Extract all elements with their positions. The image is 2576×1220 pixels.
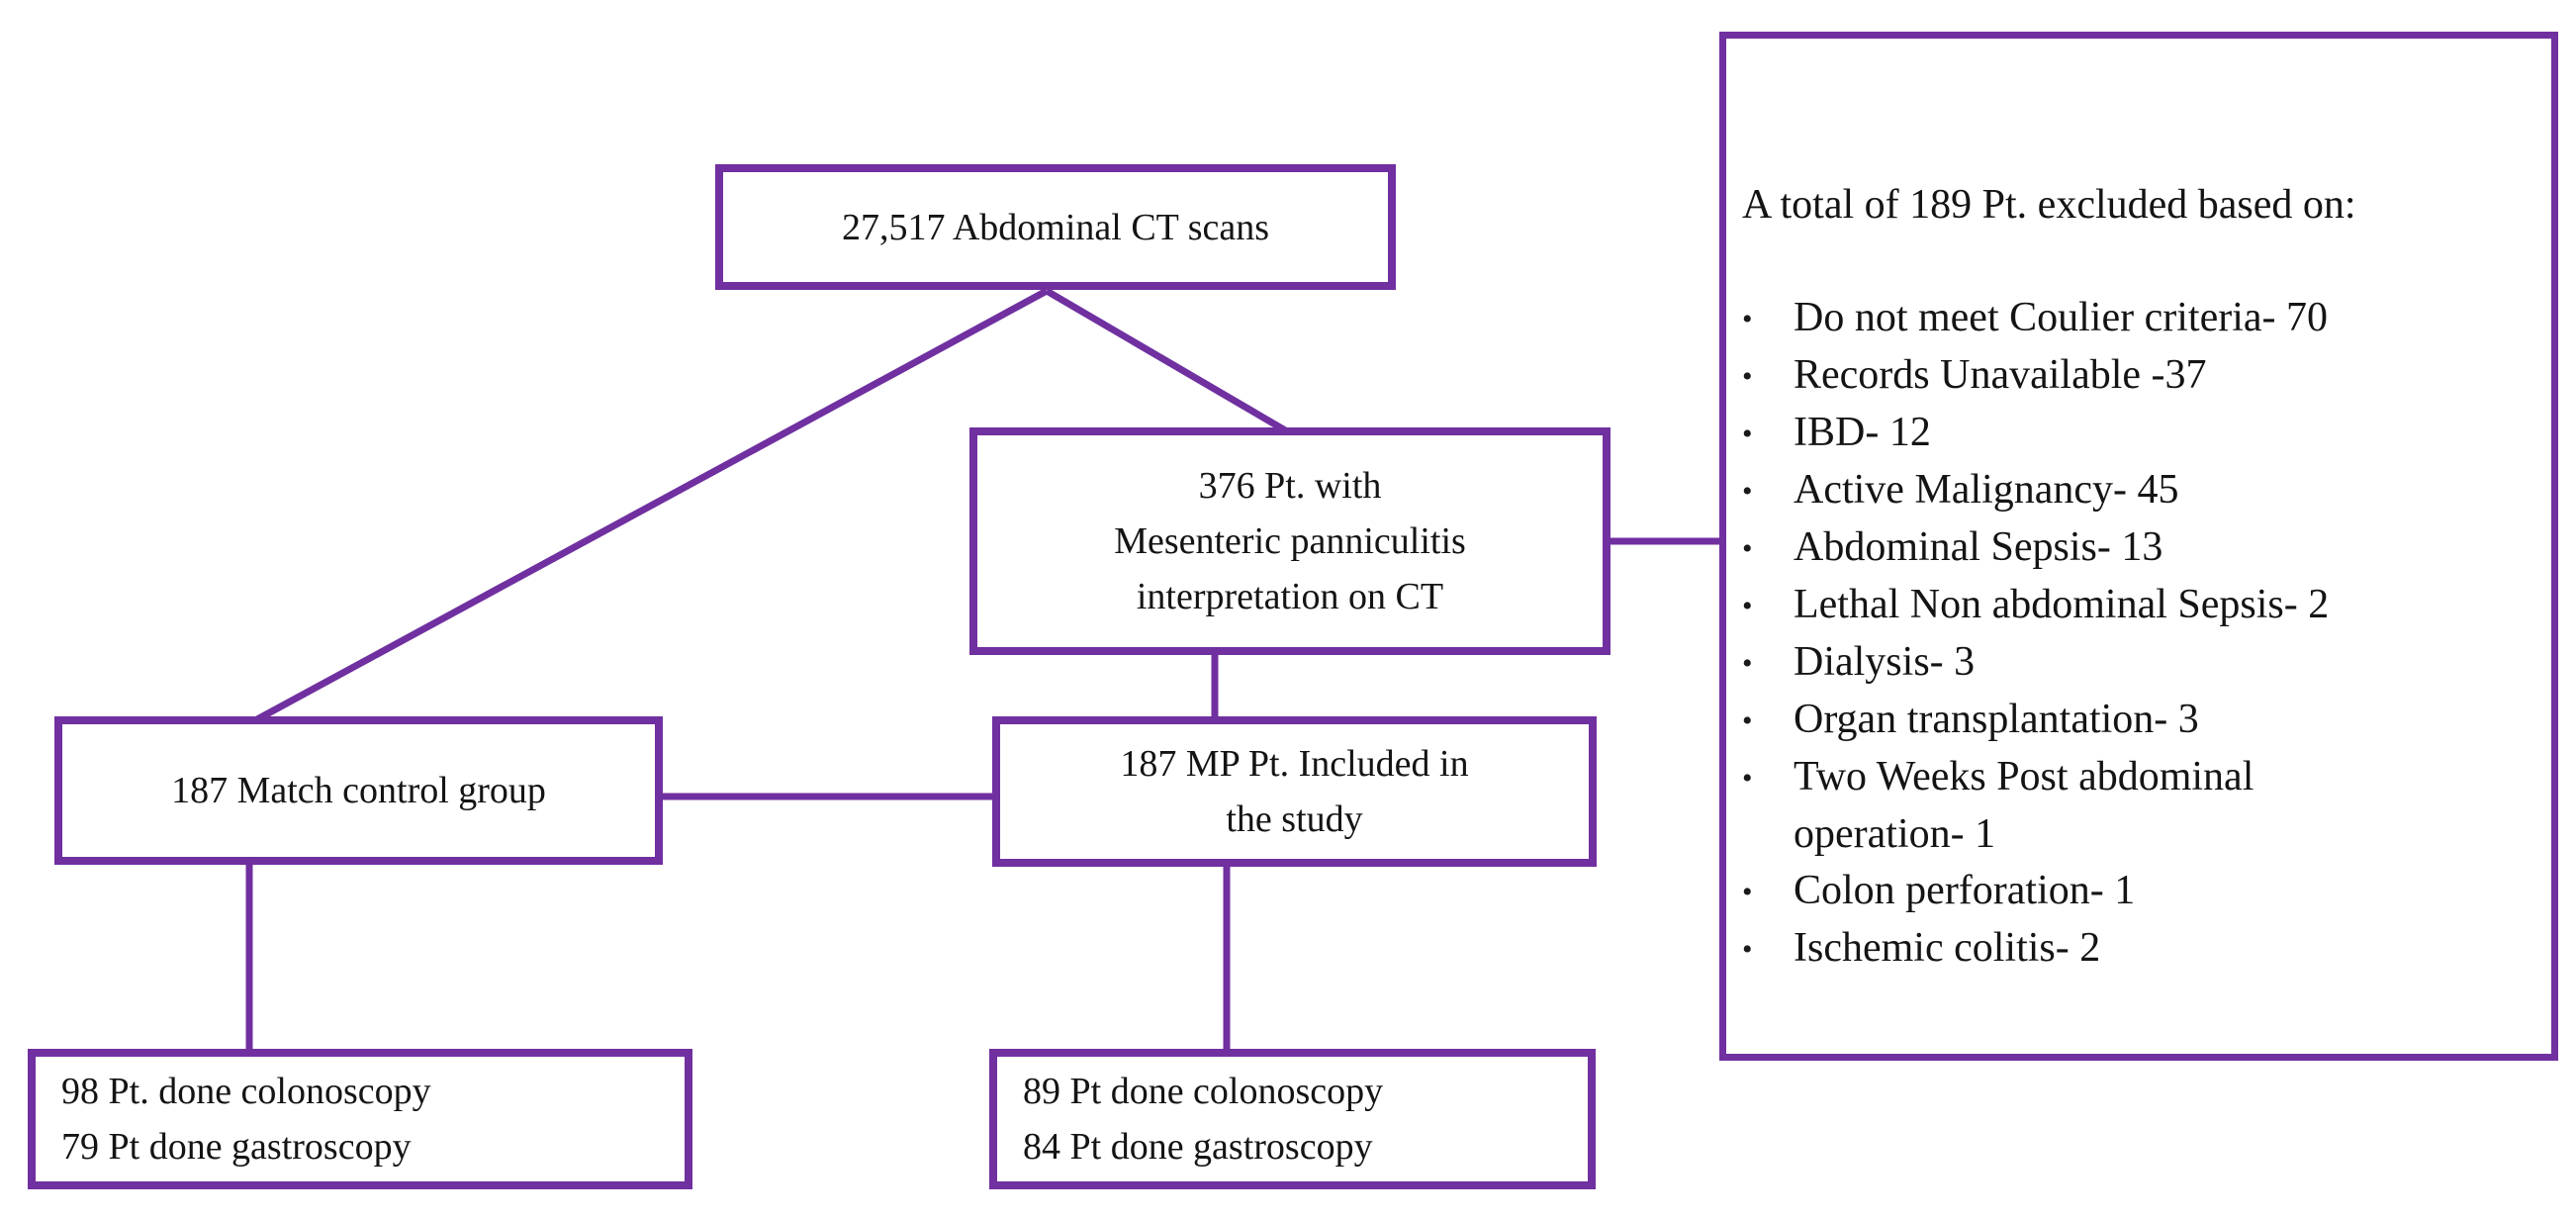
- panel-excluded-patients: A total of 189 Pt. excluded based on: • D…: [1719, 32, 2558, 1061]
- box-match-control-group: 187 Match control group: [54, 716, 663, 865]
- excluded-reason-item: • Two Weeks Post abdominal operation- 1: [1742, 749, 2526, 863]
- excluded-reason-item: • Ischemic colitis- 2: [1742, 920, 2526, 978]
- excluded-reason-text: Lethal Non abdominal Sepsis- 2: [1794, 582, 2330, 627]
- box-abdominal-ct-scans-label: 27,517 Abdominal CT scans: [841, 206, 1270, 248]
- box-mp-endoscopy-line: 84 Pt done gastroscopy: [1023, 1126, 1373, 1168]
- excluded-reason-item: • Lethal Non abdominal Sepsis- 2: [1742, 577, 2526, 634]
- box-mp-interpretation: 376 Pt. with Mesenteric panniculitis int…: [969, 427, 1610, 655]
- excluded-reason-item: • Abdominal Sepsis- 13: [1742, 519, 2526, 577]
- bullet-icon: •: [1742, 590, 1753, 622]
- excluded-reason-text: Do not meet Coulier criteria- 70: [1794, 295, 2328, 340]
- excluded-reasons-list: • Do not meet Coulier criteria- 70 • Recor…: [1742, 290, 2526, 978]
- excluded-panel-title: A total of 189 Pt. excluded based on:: [1742, 182, 2356, 228]
- excluded-reason-item: • Records Unavailable -37: [1742, 347, 2526, 405]
- bullet-icon: •: [1742, 876, 1753, 908]
- box-abdominal-ct-scans: 27,517 Abdominal CT scans: [715, 164, 1396, 290]
- excluded-reason-item: • Colon perforation- 1: [1742, 863, 2526, 920]
- excluded-reason-text: Records Unavailable -37: [1794, 352, 2207, 398]
- excluded-reason-text: Abdominal Sepsis- 13: [1794, 524, 2163, 570]
- bullet-icon: •: [1742, 647, 1753, 680]
- box-mp-interpretation-line: Mesenteric panniculitis: [1114, 520, 1466, 562]
- excluded-reason-item: • Organ transplantation- 3: [1742, 692, 2526, 749]
- excluded-reason-text: Two Weeks Post abdominal operation- 1: [1794, 754, 2254, 857]
- excluded-reason-text: Active Malignancy- 45: [1794, 467, 2179, 513]
- bullet-icon: •: [1742, 532, 1753, 565]
- bullet-icon: •: [1742, 303, 1753, 335]
- box-mp-interpretation-line: interpretation on CT: [1136, 576, 1444, 617]
- box-control-endoscopy: 98 Pt. done colonoscopy 79 Pt done gastr…: [28, 1049, 692, 1189]
- bullet-icon: •: [1742, 418, 1753, 450]
- box-mp-included-line: the study: [1226, 798, 1363, 840]
- excluded-reason-item: • Do not meet Coulier criteria- 70: [1742, 290, 2526, 347]
- box-mp-included: 187 MP Pt. Included in the study: [992, 716, 1597, 867]
- excluded-reason-text: Ischemic colitis- 2: [1794, 925, 2101, 971]
- box-mp-interpretation-line: 376 Pt. with: [1198, 465, 1382, 507]
- box-match-control-group-label: 187 Match control group: [171, 770, 546, 811]
- box-control-endoscopy-line: 98 Pt. done colonoscopy: [61, 1071, 431, 1112]
- excluded-reason-text: Colon perforation- 1: [1794, 868, 2136, 913]
- connector-ct-to-mp: [1045, 287, 1289, 435]
- box-mp-included-line: 187 MP Pt. Included in: [1120, 743, 1469, 785]
- excluded-reason-item: • Dialysis- 3: [1742, 634, 2526, 692]
- bullet-icon: •: [1742, 475, 1753, 508]
- box-mp-endoscopy: 89 Pt done colonoscopy 84 Pt done gastro…: [989, 1049, 1596, 1189]
- excluded-reason-item: • Active Malignancy- 45: [1742, 462, 2526, 519]
- bullet-icon: •: [1742, 704, 1753, 737]
- box-control-endoscopy-line: 79 Pt done gastroscopy: [61, 1126, 412, 1168]
- connector-ct-to-control: [255, 287, 1049, 723]
- bullet-icon: •: [1742, 933, 1753, 966]
- bullet-icon: •: [1742, 360, 1753, 393]
- excluded-reason-text: Organ transplantation- 3: [1794, 697, 2199, 742]
- excluded-reason-item: • IBD- 12: [1742, 405, 2526, 462]
- excluded-reason-text: IBD- 12: [1794, 410, 1931, 455]
- bullet-icon: •: [1742, 762, 1753, 795]
- excluded-reason-text: Dialysis- 3: [1794, 639, 1976, 685]
- box-mp-endoscopy-line: 89 Pt done colonoscopy: [1023, 1071, 1384, 1112]
